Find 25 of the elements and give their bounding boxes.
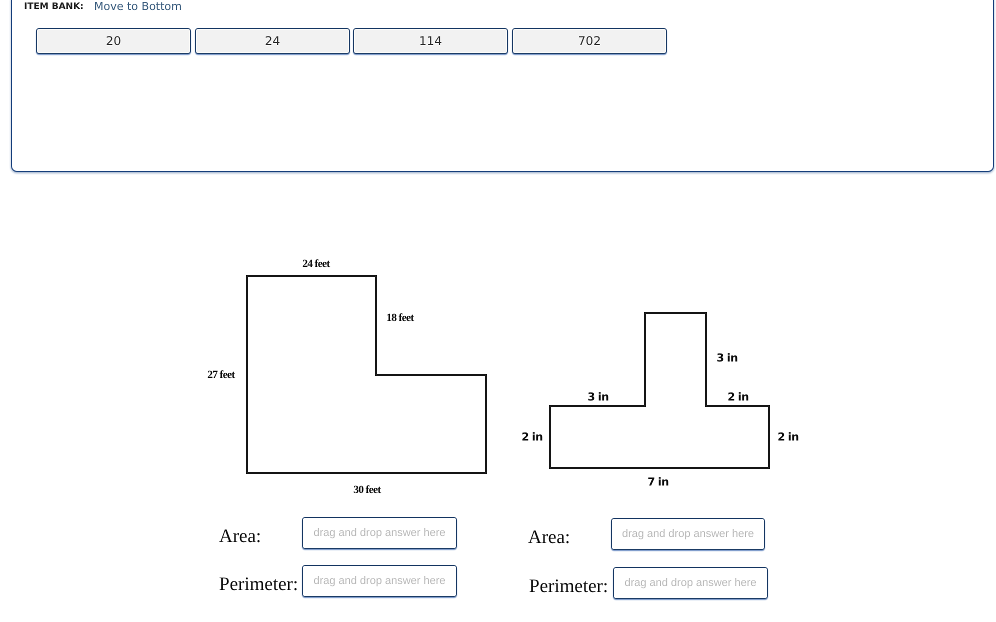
dimension-label: 18 feet [386,312,414,324]
field-label: Area: [528,527,570,549]
answer-tile: 114 [353,28,508,54]
answer-box: drag and drop answer here [613,567,768,599]
answer-box: drag and drop answer here [302,565,457,597]
answer-box: drag and drop answer here [611,518,765,550]
field-label: Area: [219,526,262,548]
field-label: Perimeter: [529,576,608,598]
move-link: Move to Bottom [94,0,182,13]
dimension-label: 7 in [647,476,669,488]
answer-box: drag and drop answer here [302,517,457,549]
panel-heading: ITEM BANK: [24,2,84,12]
dimension-label: 2 in [777,430,799,444]
answer-tile: 24 [195,28,350,54]
dimension-label: 24 feet [302,258,330,270]
item-bank-panel [11,0,994,172]
dimension-label: 3 in [716,352,738,364]
dimension-label: 2 in [521,430,543,444]
dimension-label: 27 feet [207,369,235,381]
answer-tile: 20 [36,28,191,54]
dimension-label: 30 feet [353,484,381,496]
answer-tile: 702 [512,28,667,54]
field-label: Perimeter: [219,574,298,596]
dimension-label: 3 in [587,390,609,404]
dimension-label: 2 in [727,390,749,404]
